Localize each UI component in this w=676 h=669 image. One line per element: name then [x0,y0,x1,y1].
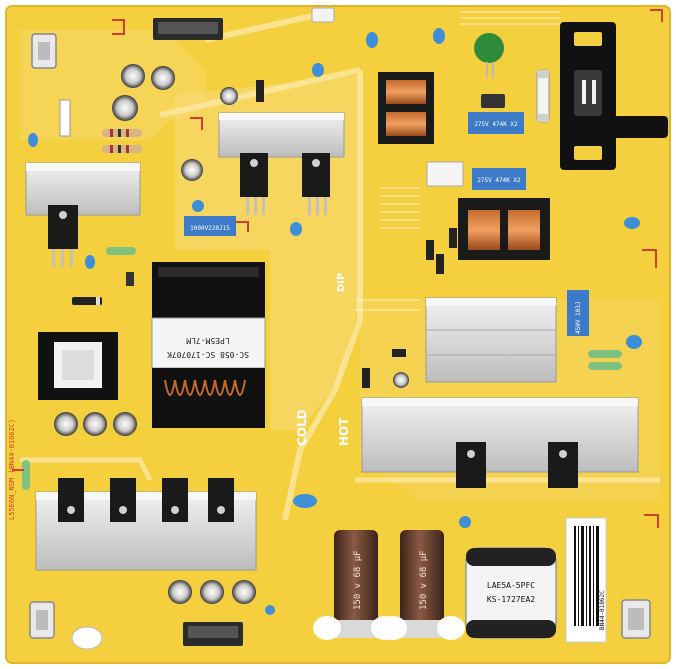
pfc-coil: LAE5A-5PFC KS-1727EA2 [465,547,557,639]
small-caps-top-left [112,64,238,121]
common-mode-choke-mid [458,198,550,260]
heatsink-mid-right [425,297,557,383]
heatsink-top-center [218,112,345,215]
coil-label-2: KS-1727EA2 [487,595,535,604]
red-silkscreen-marks [12,9,663,528]
connector-top-mid [311,7,335,23]
silkscreen-text-block [356,11,560,311]
varistor-green [474,33,504,78]
resistors-top-left [59,99,142,153]
heatsink-top-left [25,162,141,267]
barcode-text: BN44-01062C [599,590,606,630]
resistor-green [106,247,136,255]
relay-small [481,94,505,108]
white-glue [71,626,103,650]
small-cap-center [181,159,203,181]
transformer-label-2: SC-058 SC-170707K [167,350,249,359]
blue-film-cap-2: 275V 474K X2 [468,112,524,134]
ac-power-inlet [560,22,668,170]
blue-film-cap-3: 275V 474K X2 [472,168,526,190]
bulk-capacitor-left: 150 v 68 μF [313,530,399,640]
connector-bottom [183,622,243,646]
dip-label: DIP [336,273,347,292]
blue-film-cap-4: 450V 103J [567,290,589,336]
cap-blue-4-text: 450V 103J [575,301,582,334]
main-transformer: LPE5M-7LM SC-058 SC-170707K [151,262,266,428]
heatsink-bottom-left [35,478,257,571]
transformer-label-1: LPE5M-7LM [186,336,230,345]
fuse [536,69,550,123]
mount-clip-top-left [31,33,57,69]
blue-film-cap-1: 1000V220J15 [184,216,236,236]
bulk-capacitor-right: 150 v 68 μF [379,530,465,640]
pcb-edge [5,5,671,664]
center-small-components [126,80,457,388]
small-caps-row-bottom [168,580,256,604]
blue-small-caps [28,28,642,615]
cap-left-text: 150 v 68 μF [353,550,363,610]
resistor-vertical-green [22,460,30,490]
cap-right-text: 150 v 68 μF [419,550,429,610]
cold-label: COLD [295,409,309,446]
white-component [426,161,464,187]
coil-label-1: LAE5A-5PFC [487,581,535,590]
common-mode-choke-top [378,72,434,144]
mount-clip-bottom-right [621,599,651,639]
connector-top [153,18,223,40]
cap-blue-1-text: 1000V220J15 [190,225,230,232]
barcode-sticker: BN44-01062C [565,517,607,643]
resistors-right [588,350,622,370]
hot-label: HOT [337,417,351,446]
trace-white-path-2 [20,457,660,483]
cap-blue-3-text: 275V 474K X2 [477,177,521,184]
diode-left [72,297,102,305]
heatsink-bottom-right [361,397,639,488]
cap-blue-2-text: 275V 474K X2 [474,121,518,128]
mount-clip-bottom-left [29,601,55,639]
aux-transformer [38,332,118,400]
small-caps-row-left [54,412,137,436]
